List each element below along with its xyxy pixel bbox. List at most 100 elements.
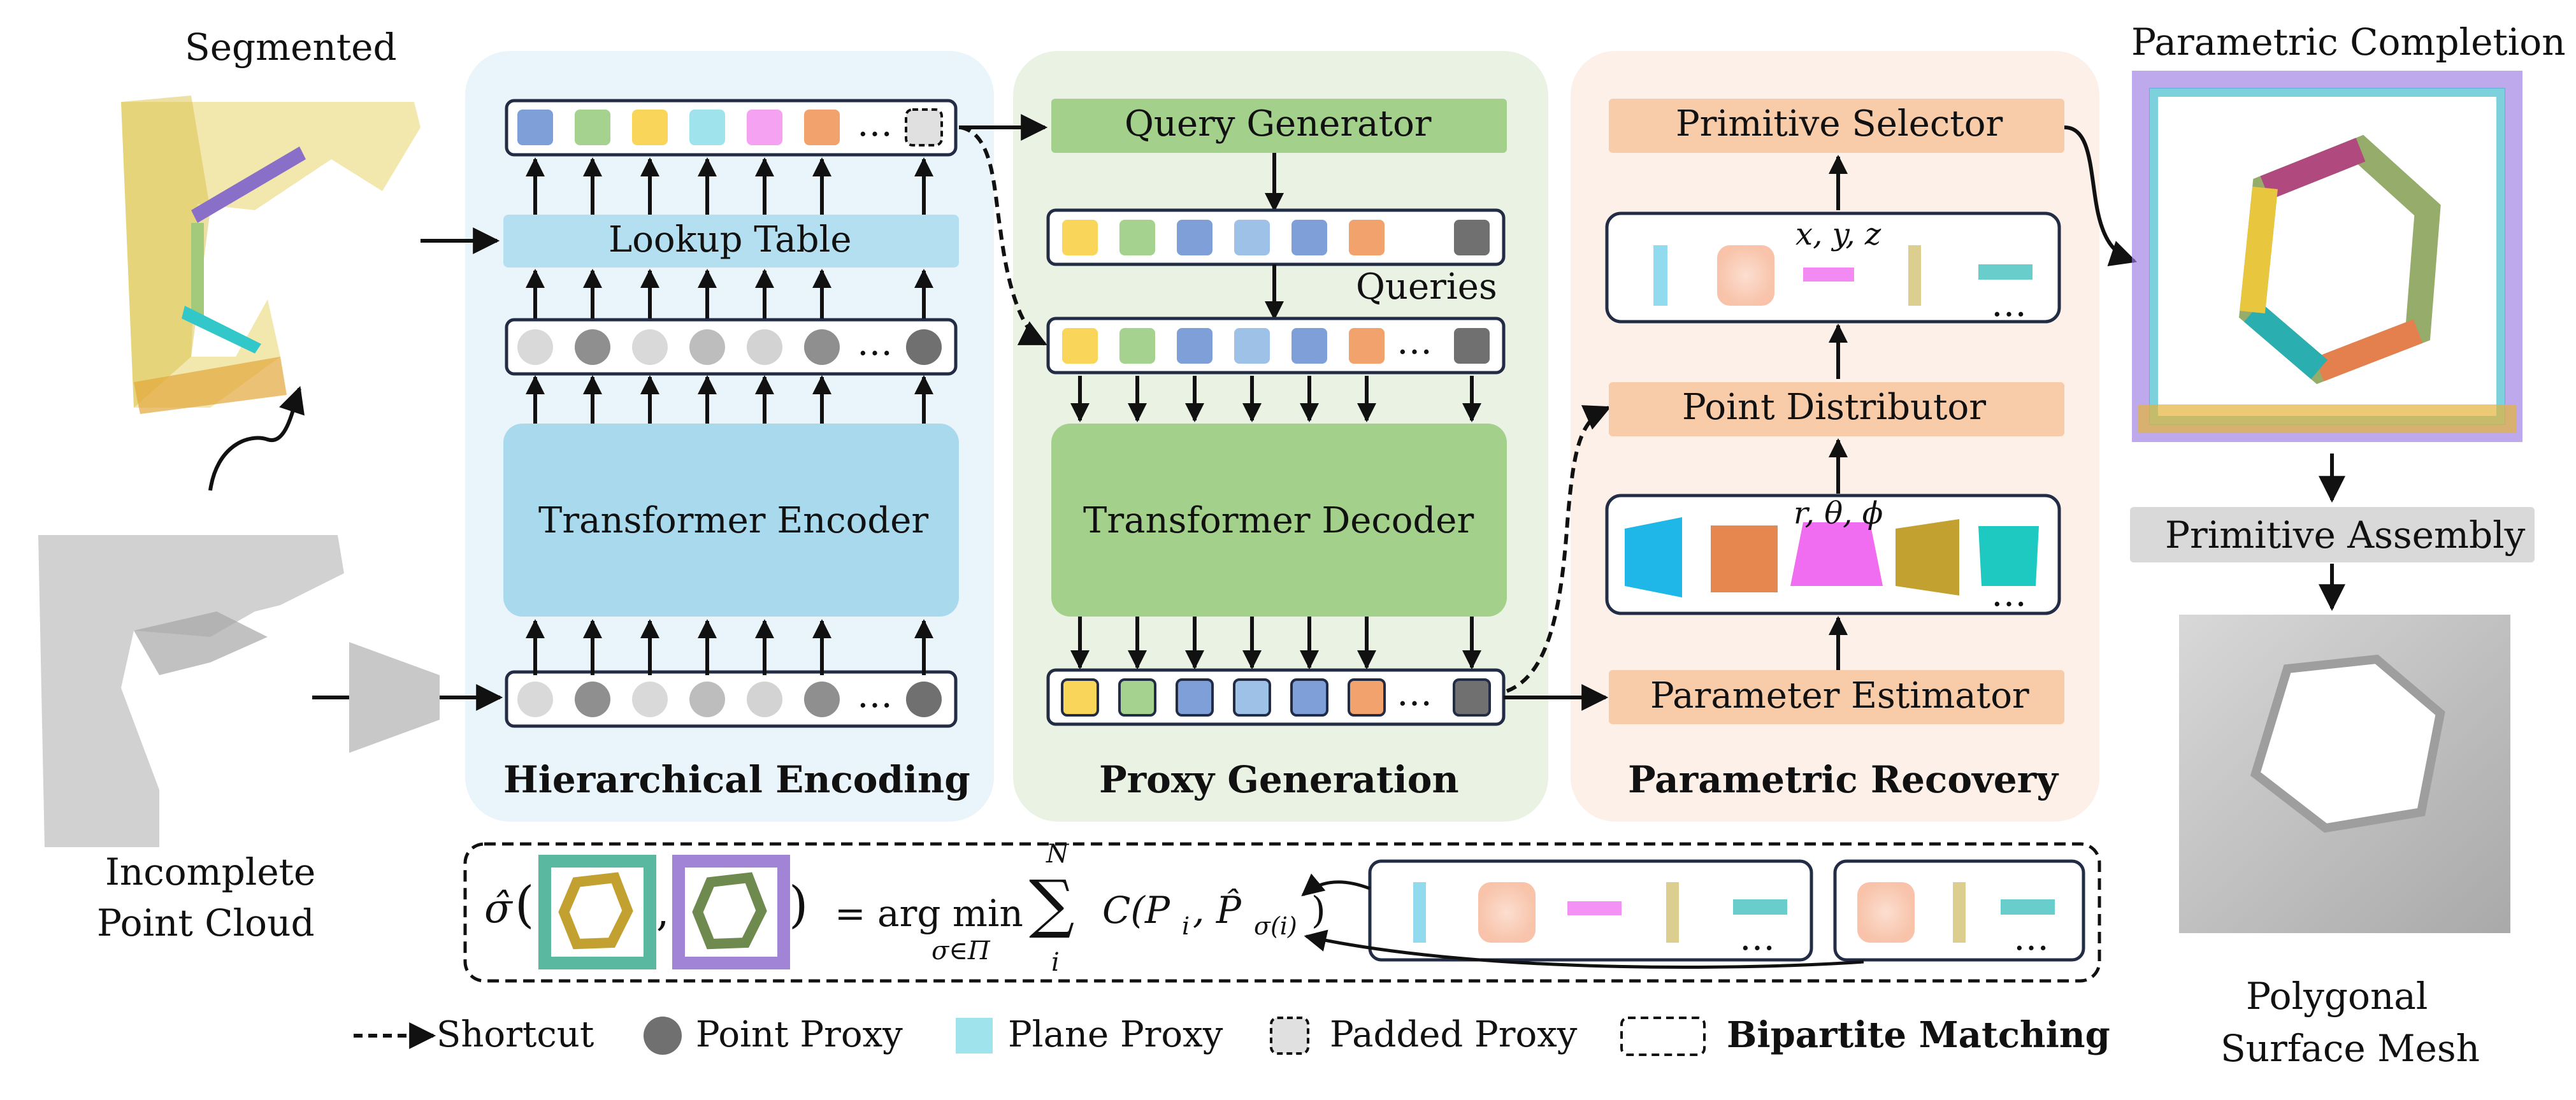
query-token [1349, 328, 1385, 364]
primitive-assembly-label: Primitive Assembly [2165, 513, 2526, 557]
encoding-top-token [689, 110, 725, 145]
pg-row2-ellipsis: … [1397, 321, 1432, 362]
recovery-title: Parametric Recovery [1628, 758, 2058, 801]
point-token [632, 682, 668, 717]
query-generator-box [1051, 99, 1507, 153]
transformer-encoder-box [503, 424, 959, 617]
encoding-top-token [632, 110, 668, 145]
query-token [1177, 220, 1212, 255]
parametric-completion-image [2132, 71, 2522, 442]
query-token [1454, 328, 1490, 364]
gt-ellipsis: … [2013, 917, 2049, 959]
matching-thumb-1 [538, 855, 656, 969]
cost-text: C(P [1102, 889, 1170, 932]
query-token [1234, 328, 1270, 364]
query-token [1454, 220, 1490, 255]
query-token [1234, 220, 1270, 255]
pred-ellipsis: … [1739, 917, 1775, 959]
xyz-label: x, y, z [1795, 217, 1882, 252]
legend-padded-proxy-marker [1270, 1017, 1309, 1055]
pg-row3-ellipsis: … [1397, 673, 1432, 714]
proxy-title: Proxy Generation [1099, 758, 1459, 801]
query-token [1118, 678, 1156, 717]
formula-comma: , [656, 889, 670, 936]
query-token [1062, 220, 1098, 255]
encoding-title: Hierarchical Encoding [503, 758, 970, 801]
cost-close: ) [1311, 889, 1326, 932]
rtp-label: r, θ, ϕ [1794, 496, 1883, 531]
transformer-decoder-box [1051, 424, 1507, 617]
encoding-top-token [517, 110, 553, 145]
legend-shortcut-label: Shortcut [436, 1014, 594, 1055]
legend-point-proxy-marker [644, 1017, 682, 1055]
legend-bipartite-marker [1620, 1017, 1706, 1056]
legend-bipartite-label: Bipartite Matching [1727, 1014, 2110, 1056]
polygonal-label-line1: Polygonal [2246, 975, 2428, 1018]
point-token [517, 682, 553, 717]
matching-thumb-2 [672, 855, 790, 969]
backbone-trapezoid [349, 642, 440, 753]
sum-bottom: i [1051, 948, 1060, 977]
rtp-ellipsis: … [1991, 573, 2027, 615]
query-token [1177, 328, 1212, 364]
parametric-completion-label: Parametric Completion [2131, 20, 2566, 64]
legend-plane-proxy-marker [956, 1018, 993, 1054]
point-distributor-box [1609, 382, 2064, 436]
matching-arrow-1 [1301, 873, 1371, 897]
shortcut-arrow-2 [1506, 405, 1611, 693]
point-token [575, 682, 610, 717]
point-token [517, 329, 553, 365]
point-token [632, 329, 668, 365]
query-token [1290, 678, 1328, 717]
query-token [1062, 328, 1098, 364]
encoding-arrows [526, 157, 933, 675]
query-token [1453, 678, 1491, 717]
query-generator-label: Query Generator [1125, 103, 1432, 145]
sum-symbol: ∑ [1029, 866, 1075, 941]
encoding-top-token [804, 110, 840, 145]
cost-mid: , P̂ [1193, 889, 1241, 932]
query-token [1119, 328, 1155, 364]
point-distributor-label: Point Distributor [1682, 387, 1987, 428]
sigma-hat: σ̂ [484, 885, 512, 932]
legend-point-proxy-label: Point Proxy [696, 1014, 903, 1055]
matching-arrow-2 [1304, 929, 1864, 969]
incomplete-label-line2: Point Cloud [97, 901, 315, 945]
incomplete-point-cloud-image [38, 535, 344, 847]
argmin-text: = arg min [835, 892, 1023, 935]
query-token-row-combined [1046, 317, 1506, 375]
query-token [1176, 678, 1214, 717]
transformer-encoder-label: Transformer Encoder [538, 500, 929, 541]
proxy-arrows [1070, 376, 1481, 669]
transformer-decoder-label: Transformer Decoder [1083, 500, 1474, 541]
query-token [1119, 220, 1155, 255]
query-token [1061, 678, 1099, 717]
point-token [906, 682, 942, 717]
incomplete-label-line1: Incomplete [105, 850, 316, 894]
parameter-estimator-box [1609, 670, 2064, 724]
point-token [804, 682, 840, 717]
polygonal-label-line2: Surface Mesh [2220, 1027, 2480, 1070]
enc-mid-ellipsis: … [857, 322, 893, 364]
paren-open: ( [515, 876, 535, 934]
point-token [747, 329, 782, 365]
query-token [1348, 678, 1386, 717]
encoding-top-token [747, 110, 782, 145]
enc-bot-ellipsis: … [857, 675, 893, 716]
query-token [1233, 678, 1271, 717]
point-token [804, 329, 840, 365]
segmented-point-cloud-image [121, 96, 421, 414]
query-token [1349, 220, 1385, 255]
point-token [575, 329, 610, 365]
selector-to-completion-arrow [2064, 125, 2137, 266]
parameter-estimator-label: Parameter Estimator [1650, 675, 2029, 717]
xyz-ellipsis: … [1991, 283, 2027, 325]
encoding-token-row-middle [505, 318, 958, 376]
plane-primitives [1625, 517, 2039, 597]
polygonal-mesh-image [2179, 615, 2510, 933]
matching-pred-primitives [1413, 882, 1787, 943]
query-token-row [1046, 208, 1506, 266]
cost-i-sub: i [1182, 912, 1190, 940]
point-token [906, 329, 942, 365]
encoding-token-row-top [505, 99, 958, 157]
